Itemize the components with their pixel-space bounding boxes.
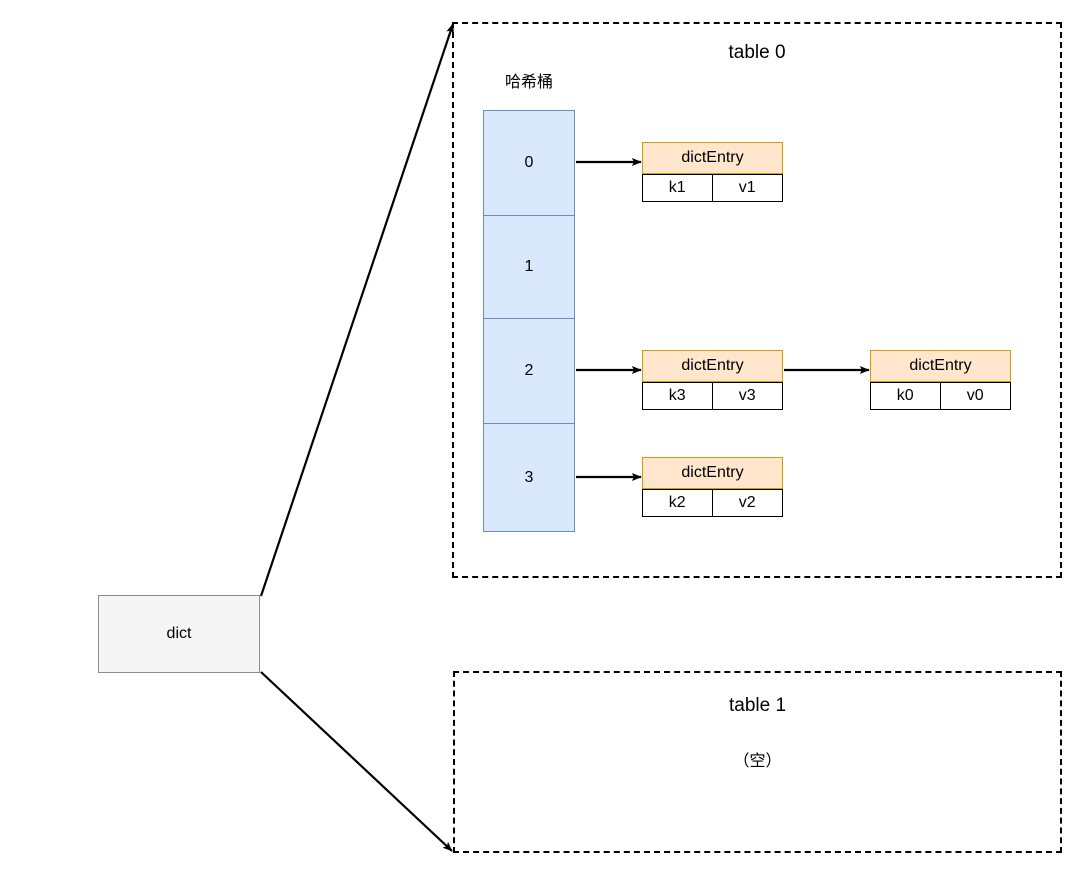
dict-entry-value: v0 (940, 382, 1011, 410)
dict-entry-title: dictEntry (642, 350, 783, 382)
dict-entry-title: dictEntry (642, 457, 783, 489)
table-1-container: table 1 （空） (453, 671, 1062, 853)
dict-entry-k3[interactable]: dictEntry k3 v3 (642, 350, 783, 410)
dict-entry-key: k1 (642, 174, 713, 202)
bucket-index-2: 2 (524, 362, 534, 379)
bucket-cell-2[interactable]: 2 (484, 319, 574, 424)
dict-entry-kv-row: k2 v2 (642, 489, 783, 517)
dict-entry-title: dictEntry (642, 142, 783, 174)
dict-entry-kv-row: k1 v1 (642, 174, 783, 202)
dict-entry-value: v2 (712, 489, 783, 517)
dict-entry-title: dictEntry (870, 350, 1011, 382)
table-1-title: table 1 (728, 695, 787, 716)
bucket-index-3: 3 (524, 468, 534, 486)
dict-entry-value: v3 (712, 382, 783, 410)
dict-entry-k2[interactable]: dictEntry k2 v2 (642, 457, 783, 517)
table-1-empty-label: （空） (733, 753, 782, 770)
dict-entry-key: k2 (642, 489, 713, 517)
dict-entry-key: k3 (642, 382, 713, 410)
bucket-index-1: 1 (524, 258, 534, 275)
table-0-container: table 0 (452, 22, 1062, 578)
dict-entry-k0[interactable]: dictEntry k0 v0 (870, 350, 1011, 410)
edge-dict-to-table1 (260, 671, 453, 852)
dict-entry-kv-row: k3 v3 (642, 382, 783, 410)
dict-entry-key: k0 (870, 382, 941, 410)
edge-dict-to-table0 (259, 23, 455, 597)
bucket-cell-0[interactable]: 0 (484, 111, 574, 216)
bucket-index-0: 0 (524, 154, 534, 171)
dict-node-label: dict (166, 625, 192, 642)
dict-entry-k1[interactable]: dictEntry k1 v1 (642, 142, 783, 202)
hash-bucket-array: 0 1 2 3 (483, 110, 575, 532)
dict-entry-kv-row: k0 v0 (870, 382, 1011, 410)
bucket-cell-1[interactable]: 1 (484, 216, 574, 319)
bucket-cell-3[interactable]: 3 (484, 424, 574, 531)
hash-bucket-label: 哈希桶 (504, 74, 553, 91)
dict-node[interactable]: dict (98, 595, 260, 673)
dict-entry-value: v1 (712, 174, 783, 202)
table-0-title: table 0 (728, 42, 786, 63)
